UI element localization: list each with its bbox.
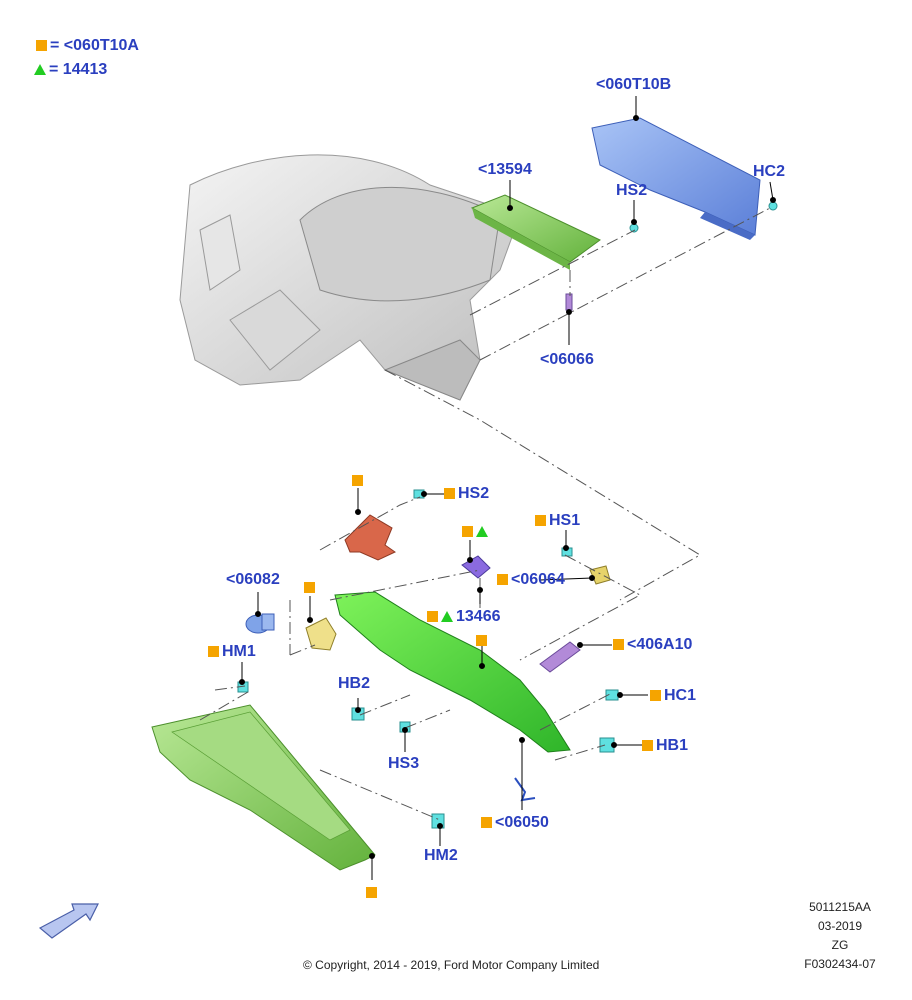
drawing-number: F0302434-07: [804, 957, 876, 971]
legend-triangle-text: 14413: [62, 61, 108, 78]
legend-square-row: = <060T10A: [36, 37, 139, 55]
green-triangle-marker: [441, 611, 453, 622]
purple-406A10-part: [539, 641, 581, 673]
yellow-damper-part: [305, 617, 337, 651]
instrument-panel-outline: [179, 154, 521, 401]
drawing-date: 03-2019: [817, 919, 863, 933]
callout-060T10B: <060T10B: [596, 76, 672, 93]
callout-06050: <06050: [481, 814, 549, 832]
callout-06064: <06064: [497, 571, 565, 589]
callout-hb1: HB1: [642, 737, 688, 755]
module-13594-part: [470, 194, 601, 270]
callout-hc1: HC1: [650, 687, 696, 705]
orange-square-marker: [444, 488, 455, 499]
yellow-clip-part: [589, 565, 611, 585]
callout-hc2: HC2: [753, 163, 786, 180]
wire-06050-part: [514, 777, 536, 802]
callout-hb2: HB2: [338, 675, 371, 692]
purple-clip-part: [461, 555, 491, 579]
orange-square-marker: [427, 611, 438, 622]
assembly-lines: [199, 207, 771, 821]
green-support-bracket-part: [334, 591, 571, 753]
callout-406A10: <406A10: [613, 636, 692, 654]
blue-knob-part: [245, 613, 275, 634]
orange-square-marker: [642, 740, 653, 751]
marker-orange-damper: [304, 579, 318, 597]
drawing-code: 5011215AA: [809, 900, 871, 914]
legend-square-text: <060T10A: [63, 37, 139, 54]
callout-hs1: HS1: [535, 512, 580, 530]
callout-13594: <13594: [478, 161, 532, 178]
orange-square-marker: [36, 40, 47, 51]
marker-pair-13466: [462, 523, 491, 541]
bracket-060T10B-part: [591, 117, 761, 240]
callout-hm2: HM2: [424, 847, 458, 864]
red-bracket-part: [344, 514, 396, 561]
marker-orange-support: [476, 632, 490, 650]
callout-hs2-top: HS2: [616, 182, 648, 199]
copyright-text: © Copyright, 2014 - 2019, Ford Motor Com…: [303, 958, 600, 972]
callout-13466: 13466: [427, 608, 501, 626]
orange-square-marker: [497, 574, 508, 585]
callout-hs2-mid: HS2: [444, 485, 489, 503]
marker-orange-glove-box: [366, 884, 380, 902]
orange-square-marker: [650, 690, 661, 701]
drawing-zone: ZG: [831, 938, 849, 952]
orange-square-marker: [481, 817, 492, 828]
leader-lines: [239, 96, 776, 880]
callout-06066: <06066: [540, 351, 594, 368]
callout-hm1: HM1: [208, 643, 256, 661]
orange-square-marker: [535, 515, 546, 526]
green-triangle-marker: [34, 64, 46, 75]
direction-arrow-icon: [38, 903, 99, 939]
glove-box-part: [151, 704, 376, 871]
callout-06082: <06082: [226, 571, 280, 588]
orange-square-marker: [208, 646, 219, 657]
callout-hs3: HS3: [388, 755, 420, 772]
fastener-parts: [237, 201, 778, 829]
orange-square-marker: [613, 639, 624, 650]
legend-triangle-row: = 14413: [34, 61, 107, 79]
marker-orange-red-bracket: [352, 472, 366, 490]
